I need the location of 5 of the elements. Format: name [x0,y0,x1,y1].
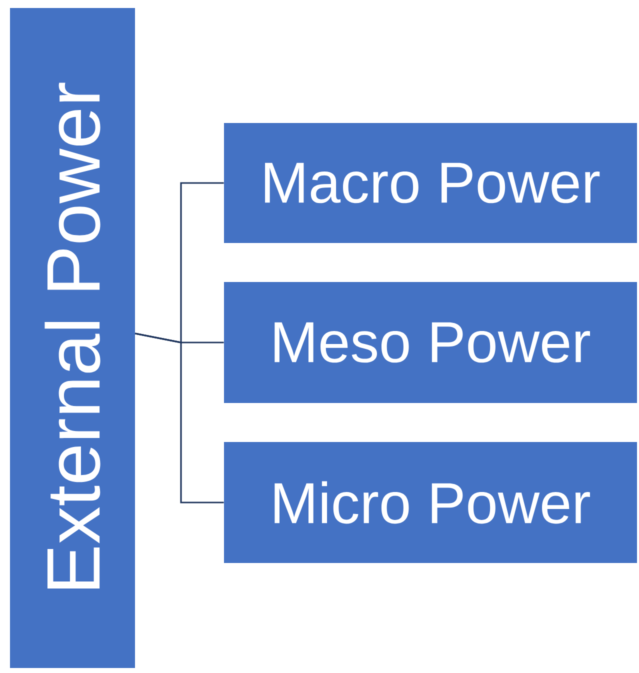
side-bar: External Power [10,8,135,668]
category-box: Meso Power [224,282,637,403]
category-box: Micro Power [224,442,637,563]
category-box: Macro Power [224,123,637,243]
connector-line [135,332,224,504]
